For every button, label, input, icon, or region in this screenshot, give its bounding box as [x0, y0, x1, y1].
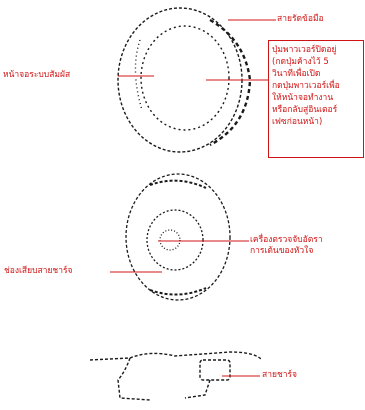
- watch-back-illustration: [126, 174, 230, 300]
- power-button-callout: ปุ่มพาวเวอร์ปิดอยู่ (กดปุ่มค้างไว้ 5 วิน…: [268, 40, 364, 158]
- charging-cable-label: สายชาร์จ: [262, 370, 297, 381]
- strap-label: สายรัดข้อมือ: [277, 14, 324, 25]
- heart-rate-sensor-label: เครื่องตรวจจับอัตรา การเต้นของหัวใจ: [250, 235, 323, 257]
- touchscreen-label: หน้าจอระบบสัมผัส: [3, 70, 70, 81]
- charging-port-label: ช่องเสียบสายชาร์จ: [4, 266, 73, 277]
